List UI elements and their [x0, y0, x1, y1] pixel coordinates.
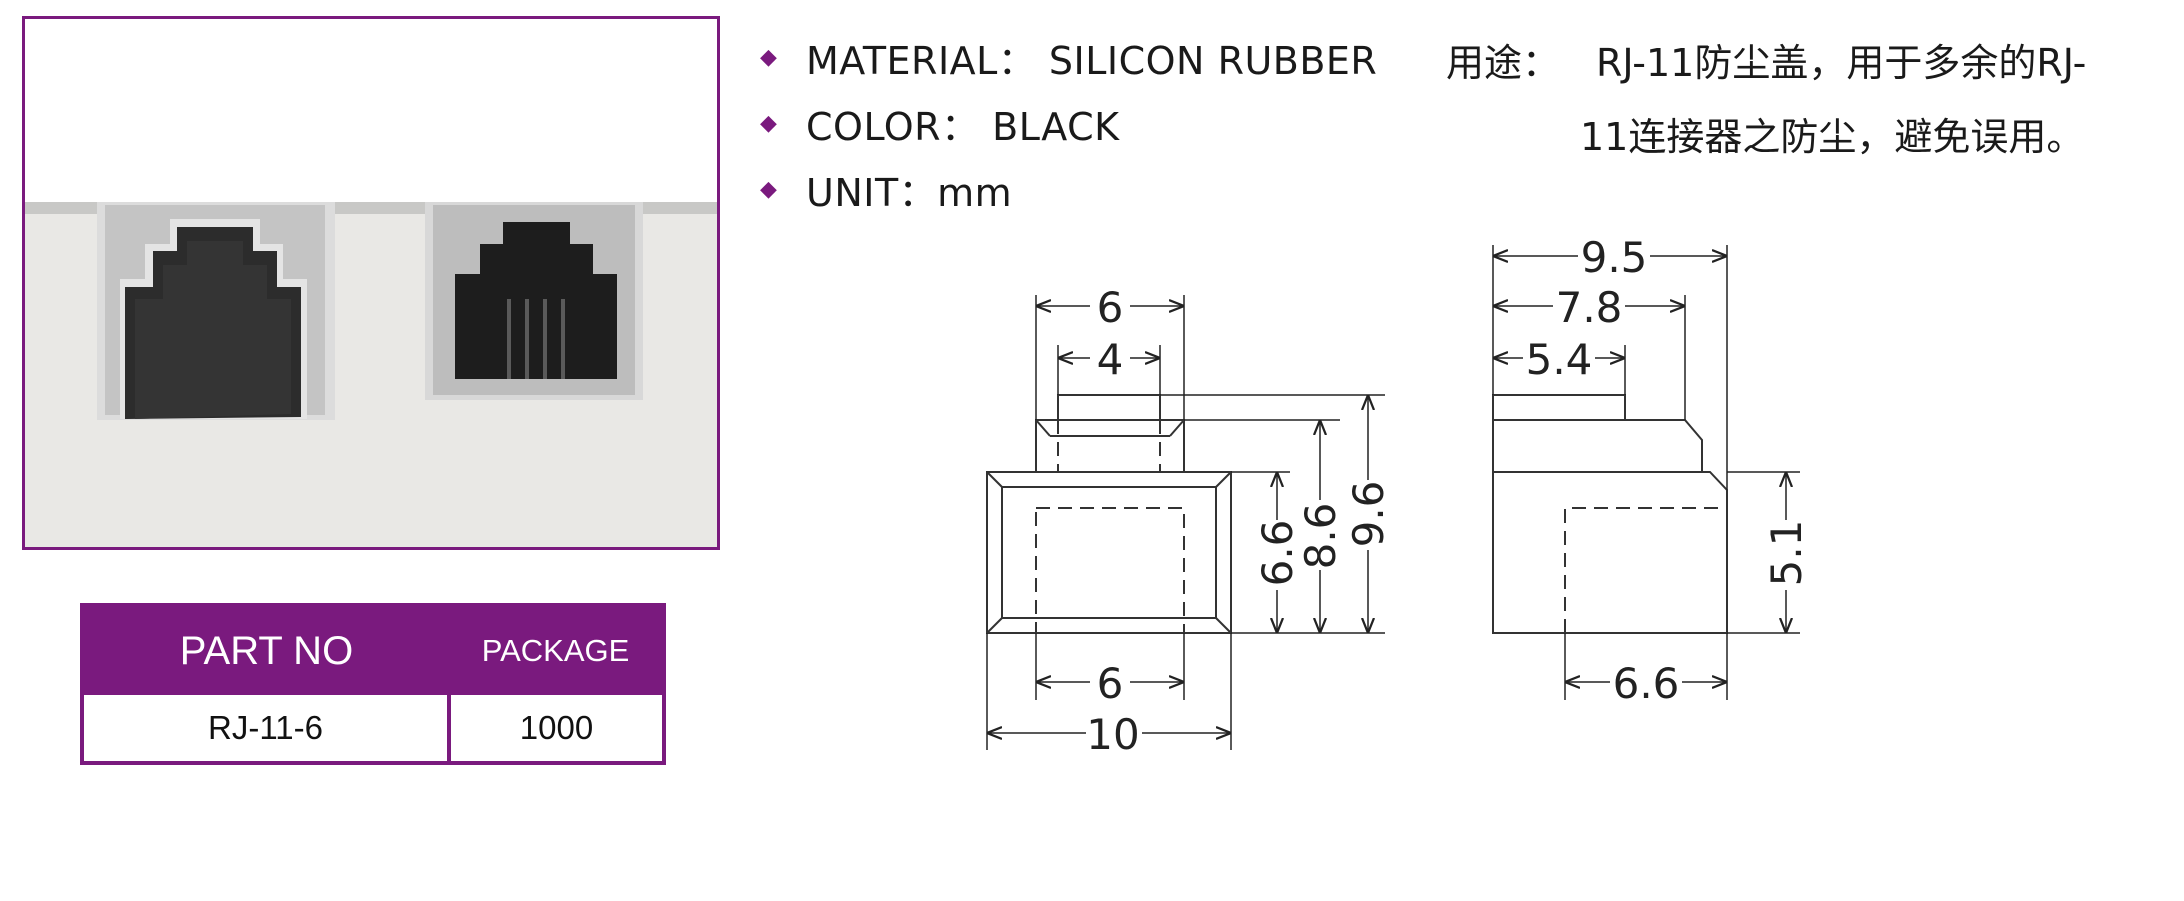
dim-front-mid-height: 8.6	[1296, 503, 1345, 570]
spec-unit-text: UNIT：mm	[806, 170, 1013, 215]
part-table: PART NO PACKAGE RJ-11-6 1000	[80, 603, 666, 765]
dim-front-body-height: 6.6	[1253, 520, 1302, 587]
side-view	[1492, 394, 1728, 634]
spec-material-text: MATERIAL： SILICON RUBBER	[806, 38, 1378, 83]
diamond-bullet-icon: ◆	[760, 44, 778, 70]
diamond-bullet-icon: ◆	[760, 176, 778, 202]
dim-side-overall-depth: 9.5	[1581, 233, 1648, 282]
spec-unit: ◆ UNIT：mm	[760, 156, 1377, 222]
diamond-bullet-icon: ◆	[760, 110, 778, 136]
usage-description: 用途： RJ-11防尘盖，用于多余的RJ- 11连接器之防尘，避免误用。	[1446, 26, 2146, 174]
dim-front-total-height: 9.6	[1344, 481, 1393, 548]
photo-illustration	[25, 19, 717, 547]
table-row: RJ-11-6 1000	[82, 695, 664, 763]
header-package: PACKAGE	[449, 605, 664, 695]
table-header-row: PART NO PACKAGE	[82, 605, 664, 695]
dim-front-base-inner-width: 6	[1097, 659, 1124, 708]
usage-line-1: RJ-11防尘盖，用于多余的RJ-	[1596, 41, 2087, 85]
cell-part-no: RJ-11-6	[82, 695, 451, 763]
dim-front-overall-width: 10	[1086, 710, 1139, 759]
product-photo	[22, 16, 720, 550]
usage-label: 用途：	[1446, 41, 1561, 85]
spec-color-text: COLOR： BLACK	[806, 104, 1120, 149]
cell-package: 1000	[519, 709, 594, 746]
dim-front-inner-top-width: 4	[1097, 335, 1124, 384]
dim-side-mid-depth: 7.8	[1556, 283, 1623, 332]
dim-side-top-depth: 5.4	[1526, 335, 1593, 384]
usage-line-2: 11连接器之防尘，避免误用。	[1580, 115, 2085, 159]
dim-front-top-width: 6	[1097, 283, 1124, 332]
spec-color: ◆ COLOR： BLACK	[760, 90, 1377, 156]
header-part-no: PART NO	[82, 605, 449, 695]
spec-material: ◆ MATERIAL： SILICON RUBBER	[760, 24, 1377, 90]
dim-side-base-width: 6.6	[1613, 659, 1680, 708]
front-view	[986, 394, 1232, 634]
spec-list: ◆ MATERIAL： SILICON RUBBER ◆ COLOR： BLAC…	[760, 24, 1377, 222]
dim-side-body-height: 5.1	[1762, 520, 1811, 587]
